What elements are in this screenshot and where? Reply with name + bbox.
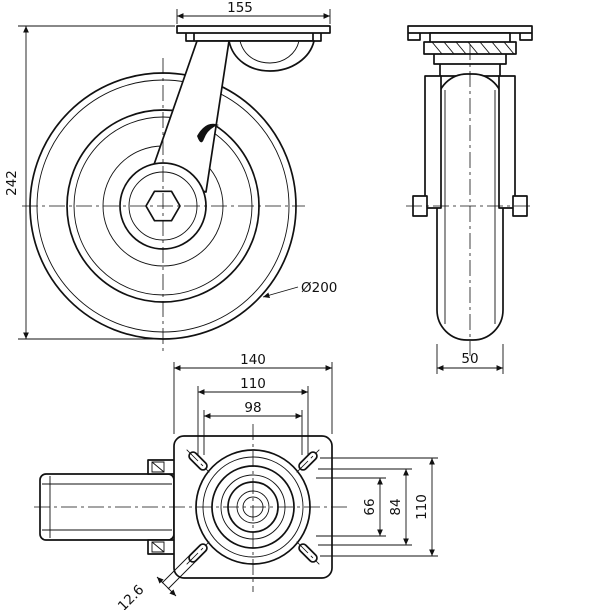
dim-84-label: 84 [388,498,404,515]
swivel-housing [228,40,315,72]
dim-66-extension-lines [316,477,386,537]
mounting-plate-front [176,25,331,42]
dim-84-extension-lines [318,468,412,546]
front-view: 155 242 Ø200 [4,0,337,354]
dim-12-6-label: 12.6 [115,582,148,610]
dim-155-label: 155 [227,0,253,16]
dim-50-label: 50 [461,351,478,367]
bearing-hatch-lines [431,41,515,55]
dim-plate-width-155: 155 [176,0,331,24]
dim-110h-extension-lines [197,386,309,455]
brand-logo [197,123,219,143]
fork-leg-front [149,40,230,193]
dim-140-label: 140 [240,352,266,368]
dim-12-6-line [156,576,177,597]
bolt-slot-bottom-right [296,541,320,565]
axle-nuts-side [412,195,528,217]
dim-hole-spacing-66v: 66 [316,477,386,537]
side-centerlines [406,44,534,356]
dim-wheel-width-50: 50 [436,344,504,374]
dim-110v-extension-lines [320,457,438,557]
dim-242-extension-lines [18,25,175,340]
dim-110h-label: 110 [240,376,266,392]
bolt-slot-axis [186,541,210,565]
dim-66-label: 66 [362,498,378,515]
mounting-plate-side [407,25,533,41]
dim-hole-spacing-98: 98 [203,400,303,455]
label-wheel-diameter: Ø200 [262,280,337,298]
dim-140-extension-lines [173,362,333,434]
dim-hole-spacing-84v: 84 [318,468,412,546]
bolt-slot-axis [296,541,320,565]
dim-242-label: 242 [4,170,20,196]
side-view: 50 [406,25,534,374]
dim-98-label: 98 [244,400,261,416]
fork-leg-bolts-plan [151,461,165,553]
dim-155-extension-lines [176,9,331,24]
dim-plate-length-140: 140 [173,352,333,434]
plan-centerlines [34,424,350,592]
wheel-tread-lines [444,90,496,324]
bolt-slot-top-right [296,449,320,473]
bolt-slot-axis [296,449,320,473]
front-centerlines [22,58,305,354]
dim-hole-spacing-110v: 110 [320,457,438,557]
wheel-diameter-leader [262,286,299,298]
wheel-diameter-label: Ø200 [301,280,337,296]
dim-hole-spacing-110h: 110 [197,376,309,455]
dim-110v-label: 110 [414,494,430,520]
dim-overall-height-242: 242 [4,25,175,340]
plan-view: 140 110 98 66 84 110 [34,352,438,610]
swivel-housing-inner-line [239,40,300,64]
